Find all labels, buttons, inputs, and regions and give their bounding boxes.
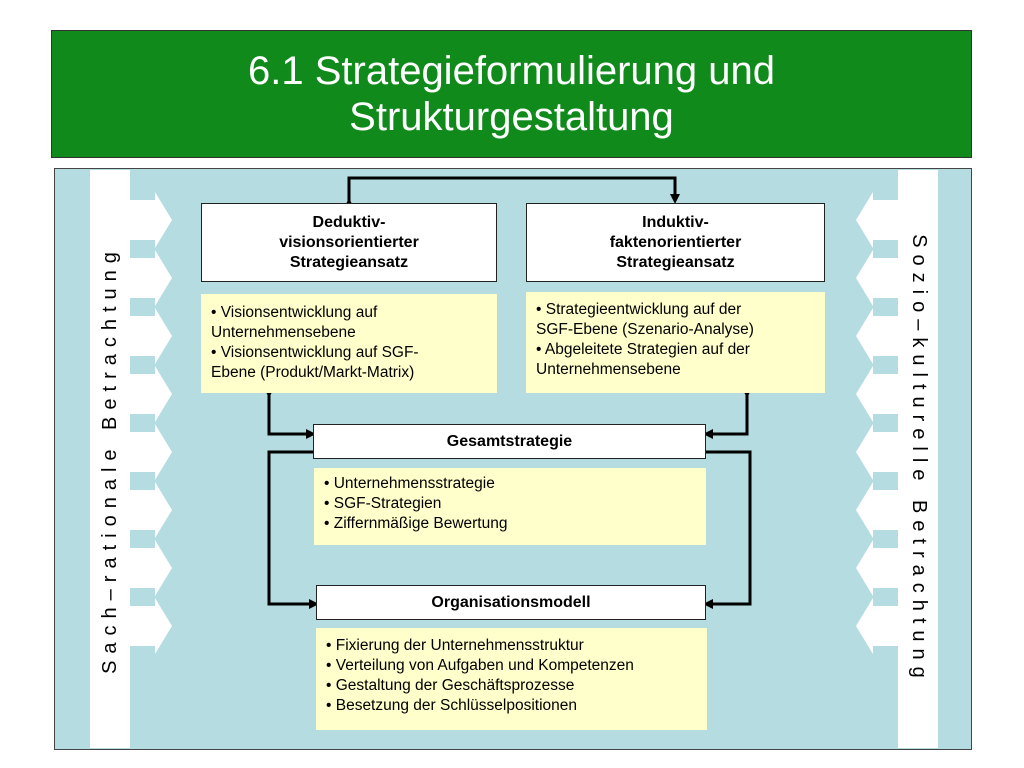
left-upper-arrow — [264, 388, 316, 439]
organisationsmodell-box: Organisationsmodell — [316, 585, 706, 620]
chevron-right-2 — [856, 250, 898, 306]
right-loop-arrow — [699, 447, 752, 609]
chevron-left-5 — [130, 424, 172, 480]
chevron-right-1 — [856, 192, 898, 248]
right-chevrons — [856, 192, 898, 654]
chevron-right-8 — [856, 598, 898, 654]
gesamtstrategie-box: Gesamtstrategie — [313, 424, 706, 459]
left-chevrons — [130, 192, 172, 654]
chevron-right-4 — [856, 366, 898, 422]
left-side-label: Sach–rationale Betrachtung — [98, 244, 121, 674]
induktiv-note: • Strategieentwicklung auf der SGF-Ebene… — [526, 292, 825, 393]
title-bar: 6.1 Strategieformulierung und Strukturge… — [51, 30, 972, 158]
chevron-left-2 — [130, 250, 172, 306]
organisationsmodell-note: • Fixierung der Unternehmensstruktur • V… — [316, 628, 707, 730]
chevron-right-6 — [856, 482, 898, 538]
chevron-right-7 — [856, 540, 898, 596]
chevron-left-3 — [130, 308, 172, 364]
chevron-right-3 — [856, 308, 898, 364]
chevron-left-1 — [130, 192, 172, 248]
gesamtstrategie-note: • Unternehmensstrategie • SGF-Strategien… — [314, 468, 706, 545]
chevron-left-6 — [130, 482, 172, 538]
chevron-right-5 — [856, 424, 898, 480]
right-side-label: Sozio–kulturelle Betrachtung — [907, 233, 930, 685]
chevron-left-8 — [130, 598, 172, 654]
left-side-strip — [90, 170, 130, 748]
top-double-arrow — [344, 176, 680, 208]
right-upper-arrow — [703, 388, 752, 439]
title-line-2: Strukturgestaltung — [349, 95, 674, 139]
induktiv-box: Induktiv- faktenorientierter Strategiean… — [526, 203, 825, 282]
right-side-strip — [898, 170, 938, 748]
title-line-1: 6.1 Strategieformulierung und — [248, 49, 775, 93]
deduktiv-note: • Visionsentwicklung auf Unternehmensebe… — [201, 294, 497, 393]
chevron-left-7 — [130, 540, 172, 596]
left-loop-arrow — [267, 447, 320, 609]
chevron-left-4 — [130, 366, 172, 422]
deduktiv-box: Deduktiv- visionsorientierter Strategiea… — [201, 203, 497, 282]
